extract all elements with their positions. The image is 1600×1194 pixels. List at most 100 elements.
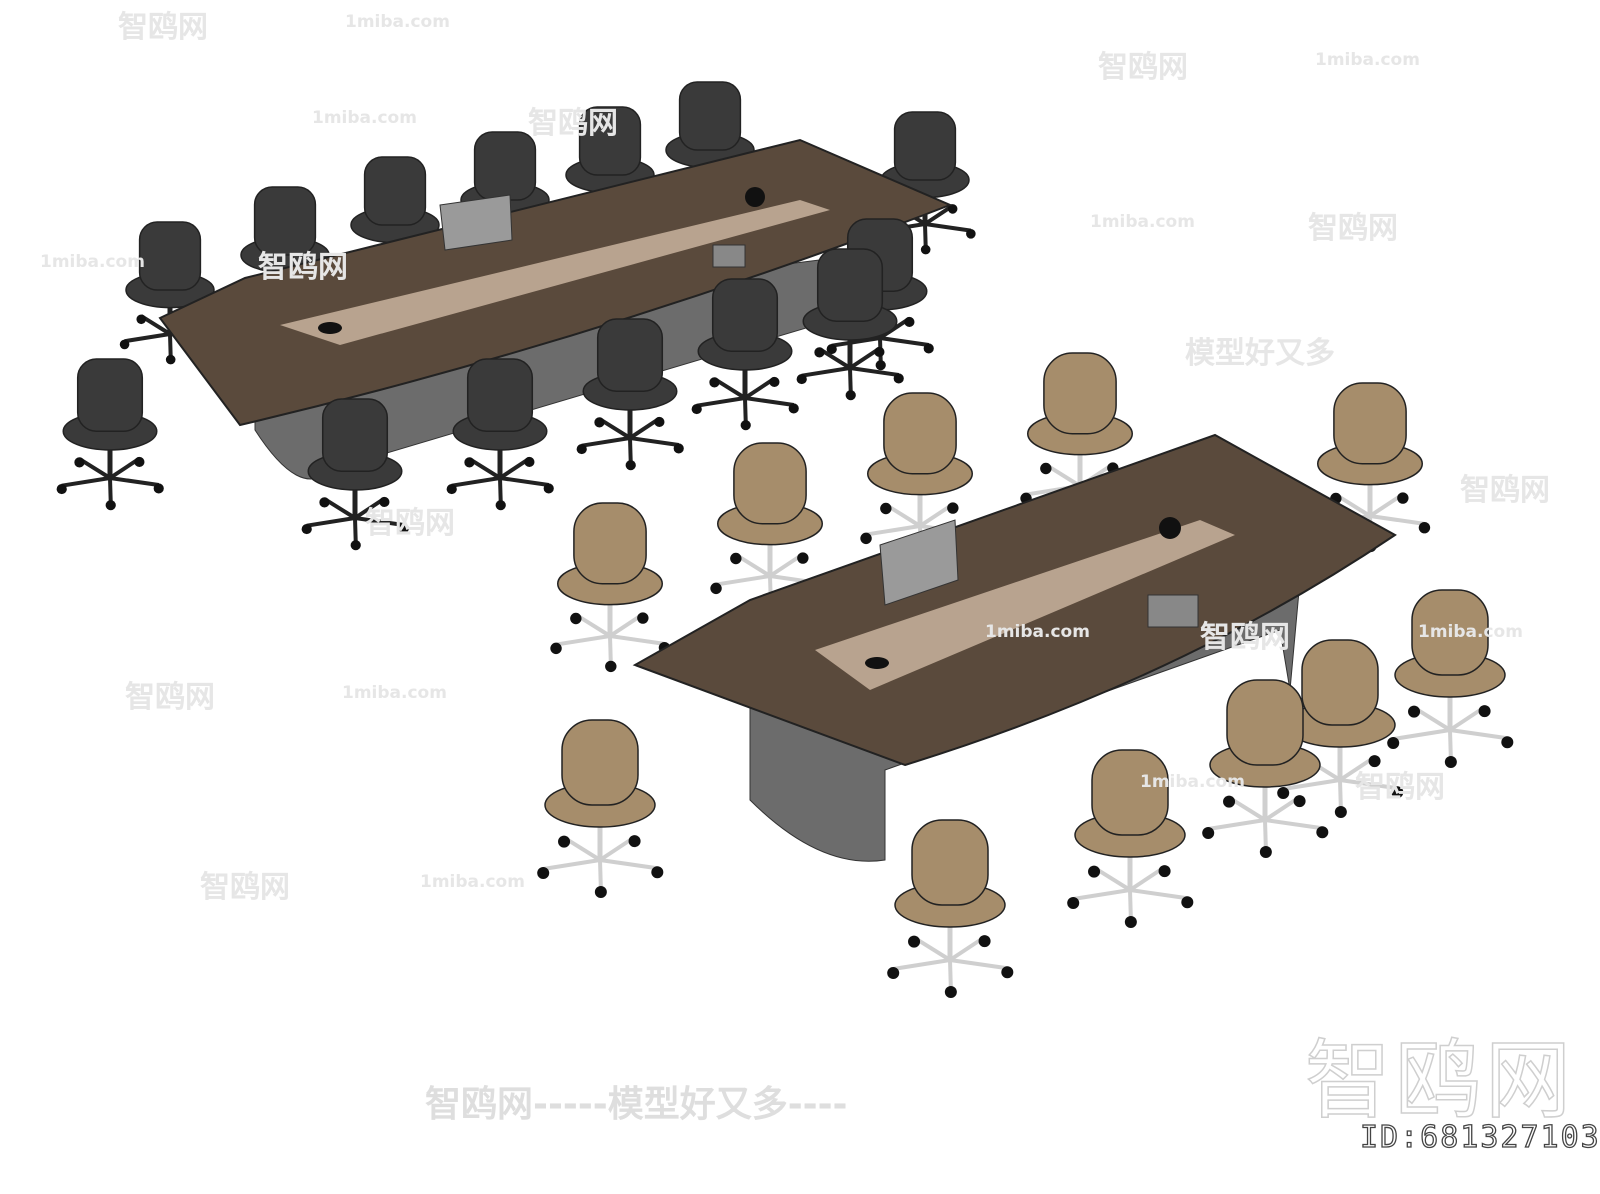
watermark-brand: 智鸥网 [365, 506, 455, 541]
cable-grommet [318, 322, 342, 334]
chair-leg [109, 476, 160, 488]
watermark-domain: 1miba.com [40, 252, 145, 272]
chair-wheel [628, 835, 641, 848]
chair-wheel [319, 497, 330, 508]
cable-grommet [1159, 517, 1181, 539]
chair-wheel [1397, 492, 1409, 504]
chair-back [1333, 382, 1407, 465]
chair-leg [1449, 728, 1508, 741]
chair-back [473, 131, 537, 201]
chair-wheel [136, 314, 147, 325]
chair-leg [924, 222, 972, 233]
chair-wheel [105, 500, 116, 511]
chair-leg [1339, 778, 1398, 791]
chair-leg [715, 574, 771, 587]
magazine [1147, 594, 1199, 628]
model-id-label: ID:681327103 [1359, 1119, 1600, 1155]
watermark-domain: 1miba.com [1090, 212, 1195, 232]
chair-wheel [570, 612, 582, 625]
chair-wheel [1202, 827, 1215, 840]
chair-leg [451, 476, 501, 488]
chair-leg [923, 223, 928, 247]
chair-leg [848, 367, 853, 392]
watermark-brand: 智鸥网 [258, 250, 348, 285]
chair-leg [61, 476, 111, 488]
chair-wheel [550, 642, 562, 655]
chair-wheel [1316, 826, 1329, 839]
watermark-big-brand: 智鸥网 [1304, 1030, 1575, 1132]
watermark-brand: 智鸥网 [1308, 211, 1398, 246]
chair-wheel [920, 244, 931, 255]
chair-leg [801, 366, 851, 378]
chair-wheel [625, 460, 636, 471]
chair-leg [608, 635, 613, 663]
chair-leg [865, 524, 921, 537]
chair-wheel [594, 417, 605, 428]
chair-leg [696, 396, 746, 408]
chair-wheel [1334, 805, 1347, 818]
chair-back [911, 819, 989, 906]
chair-leg [609, 634, 665, 646]
chair-wheel [1444, 755, 1457, 768]
chair-back [816, 248, 884, 322]
magazine [712, 244, 746, 268]
chair-leg [628, 437, 633, 462]
watermark-domain: 1miba.com [1418, 622, 1523, 642]
watermark-slogan: 模型好又多 [1185, 336, 1335, 371]
chair-back [1043, 352, 1117, 435]
chair-back [76, 358, 144, 432]
chair-wheel [826, 343, 837, 355]
chair-wheel [654, 416, 665, 428]
chair-wheel [1277, 787, 1290, 800]
chair-wheel [1368, 755, 1381, 768]
chair-wheel [710, 582, 722, 595]
watermark-brand: 智鸥网 [125, 680, 215, 715]
chair-wheel [301, 523, 312, 535]
chair-wheel [495, 500, 506, 511]
chair-leg [555, 634, 611, 647]
chair-wheel [814, 347, 825, 358]
chair-leg [1448, 729, 1453, 759]
chair-wheel [730, 552, 742, 565]
chair-leg [542, 858, 601, 872]
chair-wheel [1158, 865, 1171, 878]
chair-leg [1072, 888, 1131, 902]
chair-wheel [1408, 705, 1421, 718]
chair-leg [581, 436, 631, 448]
chair-wheel [1293, 795, 1306, 808]
chair-wheel [1088, 865, 1101, 878]
chair-wheel [1040, 462, 1052, 475]
chair-wheel [978, 935, 991, 948]
chair-leg [306, 516, 356, 528]
watermark-domain: 1miba.com [1315, 50, 1420, 70]
chair-wheel [398, 523, 409, 534]
chair-back [883, 392, 957, 475]
chair-wheel [594, 885, 607, 898]
chair-wheel [524, 456, 535, 468]
watermark-bottom-line: 智鸥网-----模型好又多---- [425, 1084, 848, 1125]
chair-wheel [153, 483, 164, 494]
watermark-brand: 智鸥网 [118, 10, 208, 45]
chair-leg [599, 858, 658, 871]
chair-leg [353, 517, 358, 542]
chair-leg [124, 332, 171, 344]
chair-back [711, 278, 779, 352]
chair-back [466, 358, 534, 432]
chair-wheel [860, 532, 872, 545]
chair-leg [892, 958, 951, 972]
chair-leg [743, 397, 748, 422]
chair-wheel [947, 502, 959, 514]
chair-wheel [923, 343, 934, 354]
chair-wheel [637, 612, 649, 624]
chair-leg [744, 396, 795, 408]
chair-leg [1392, 728, 1451, 742]
chair-wheel [796, 373, 807, 385]
laptop [439, 194, 513, 251]
chair-wheel [904, 316, 915, 328]
chair-wheel [56, 483, 67, 495]
watermark-domain: 1miba.com [312, 108, 417, 128]
chair-leg [1264, 818, 1323, 831]
chair-wheel [887, 967, 900, 980]
chair-back [733, 442, 807, 525]
